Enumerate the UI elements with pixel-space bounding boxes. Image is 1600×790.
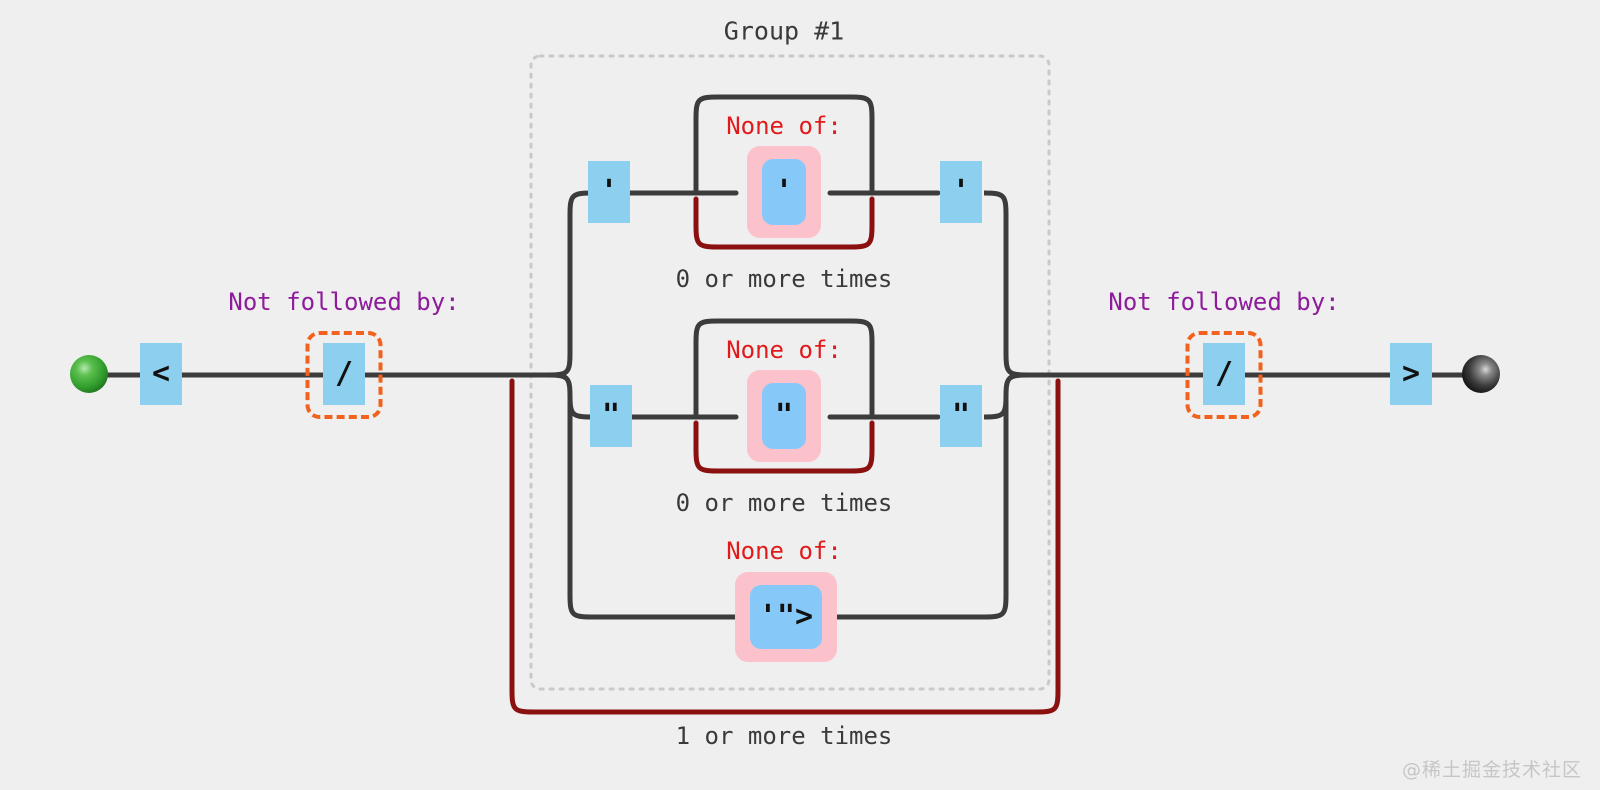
charclass-row2-token: " bbox=[762, 383, 806, 449]
token-row2-open-quote[interactable]: " bbox=[590, 385, 632, 447]
token-close-angle[interactable]: > bbox=[1390, 343, 1432, 405]
row-single-quote-loop bbox=[693, 196, 875, 250]
group-left-fanout bbox=[545, 190, 743, 620]
lookahead-label-left: Not followed by: bbox=[228, 288, 460, 316]
quantifier-label-row1: 0 or more times bbox=[675, 265, 893, 293]
group-right-fanin bbox=[833, 190, 1031, 620]
charclass-row1-none-of[interactable]: ' bbox=[747, 146, 821, 238]
end-node bbox=[1462, 355, 1500, 393]
row-single-quote-rail bbox=[627, 94, 941, 196]
none-of-label-row2: None of: bbox=[726, 336, 842, 364]
token-lookahead-slash-right[interactable]: / bbox=[1203, 343, 1245, 405]
lookahead-box-right[interactable] bbox=[1185, 331, 1263, 419]
group-repeat-loop bbox=[509, 378, 1061, 715]
token-lookahead-slash-left[interactable]: / bbox=[323, 343, 365, 405]
token-row1-open-quote[interactable]: ' bbox=[588, 161, 630, 223]
token-row1-close-quote[interactable]: ' bbox=[940, 161, 982, 223]
group-quantifier-label: 1 or more times bbox=[675, 722, 893, 750]
watermark: @稀土掘金技术社区 bbox=[1401, 759, 1582, 781]
charclass-row3-token: '"> bbox=[750, 585, 822, 649]
row-double-quote-rail bbox=[629, 318, 941, 420]
charclass-row1-token: ' bbox=[762, 159, 806, 225]
none-of-label-row3: None of: bbox=[726, 537, 842, 565]
group-title: Group #1 bbox=[723, 16, 845, 46]
token-row2-close-quote[interactable]: " bbox=[940, 385, 982, 447]
start-node bbox=[70, 355, 108, 393]
charclass-row2-none-of[interactable]: " bbox=[747, 370, 821, 462]
token-open-angle[interactable]: < bbox=[140, 343, 182, 405]
row-double-quote-loop bbox=[693, 420, 875, 474]
lookahead-label-right: Not followed by: bbox=[1108, 288, 1340, 316]
quantifier-label-row2: 0 or more times bbox=[675, 489, 893, 517]
none-of-label-row1: None of: bbox=[726, 112, 842, 140]
charclass-row3-none-of[interactable]: '"> bbox=[735, 572, 837, 662]
lookahead-box-left[interactable] bbox=[305, 331, 383, 419]
